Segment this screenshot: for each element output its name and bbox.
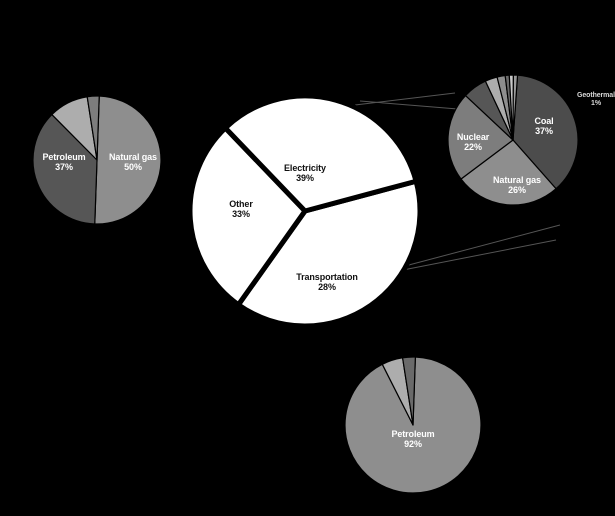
pie-slice-transportation <box>187 125 308 308</box>
pie-slice-coal <box>86 95 100 161</box>
electricity-to-right-pie-lower <box>359 100 471 111</box>
pie-slice-petroleum <box>32 113 98 225</box>
connector-lines <box>354 92 561 271</box>
left-pie <box>32 95 162 225</box>
pie-slice-other <box>222 93 419 214</box>
pie-slice-electricity <box>235 178 423 329</box>
right-pie <box>447 74 579 206</box>
pie-slice-coal <box>512 74 579 190</box>
electricity-to-right-pie <box>354 92 456 106</box>
pie-slice-nuclear <box>447 94 514 180</box>
pie-slice-natural-gas <box>460 139 557 206</box>
bottom-pie <box>344 356 482 494</box>
pie-slices-group <box>32 74 579 494</box>
transportation-to-bottom-pie-lower <box>402 239 557 271</box>
pie-slice-natural-gas <box>401 356 416 426</box>
central-pie <box>187 93 423 329</box>
transportation-to-bottom-pie <box>404 224 561 267</box>
pie-slice-natural-gas <box>94 95 162 225</box>
pie-slice-geothermal <box>512 74 519 141</box>
